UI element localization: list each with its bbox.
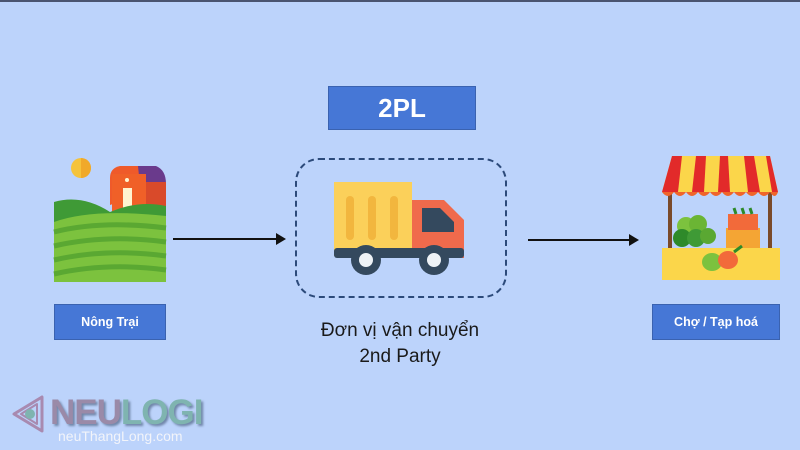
farm-icon <box>53 158 167 282</box>
top-border <box>0 0 800 2</box>
market-label-text: Chợ / Tạp hoá <box>674 315 758 329</box>
watermark-url: neuThangLong.com <box>58 428 183 444</box>
carrier-caption: Đơn vị vận chuyển 2nd Party <box>280 318 520 370</box>
carrier-label: Đơn vị vận chuyển <box>320 320 480 341</box>
arrow-farm-to-carrier <box>173 232 286 246</box>
market-stall-icon <box>662 156 780 280</box>
farm-label-text: Nông Trại <box>81 315 139 329</box>
watermark-logo-icon <box>12 395 44 433</box>
watermark-brand: NEULOGI <box>50 393 204 433</box>
arrow-carrier-to-market <box>528 233 640 247</box>
watermark-brand-part1: NEU <box>50 393 122 432</box>
farm-label: Nông Trại <box>54 304 166 340</box>
carrier-dashed-frame <box>295 158 507 298</box>
carrier-sublabel: 2nd Party <box>359 346 441 367</box>
market-label: Chợ / Tạp hoá <box>652 304 780 340</box>
truck-icon <box>334 182 464 275</box>
watermark-brand-part2: LOGI <box>120 393 204 432</box>
diagram-title: 2PL <box>328 86 476 130</box>
